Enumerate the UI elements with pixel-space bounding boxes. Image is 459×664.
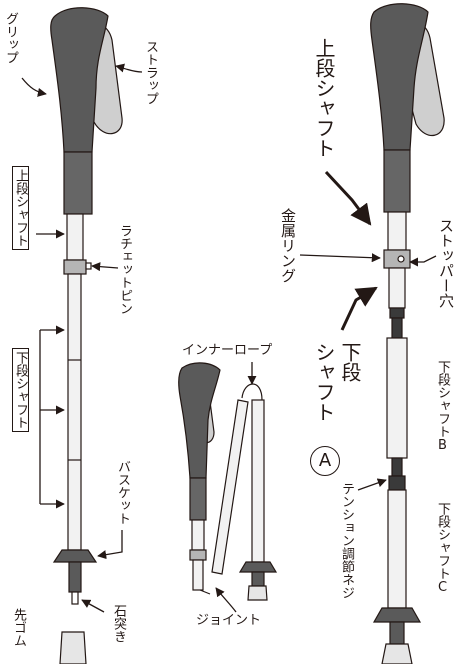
left-tip-rubber [59, 631, 87, 664]
label-lower-shaft-a-badge: A [310, 446, 340, 476]
middle-grip [178, 362, 221, 479]
middle-shaft-2 [211, 399, 249, 575]
right-pole [370, 3, 445, 664]
label-basket: バスケット [115, 460, 130, 525]
right-grip-lower [383, 149, 411, 213]
label-inner-rope: インナーロープ [182, 343, 273, 358]
right-lower-shaft-a [388, 267, 406, 309]
left-upper-shaft [66, 213, 84, 261]
left-leaders [21, 63, 143, 613]
right-stopper-hole [397, 255, 405, 263]
label-ratchet-pin: ラチェットピン [117, 224, 132, 315]
right-tension-screw [388, 475, 406, 491]
label-tension-screw: テンション調節ネジ [339, 482, 354, 599]
right-basket [372, 607, 422, 623]
label-lower-shaft-b: 下段シャフトB [435, 360, 450, 453]
right-lower-shaft-b [386, 337, 408, 459]
left-lower-shaft [67, 273, 82, 551]
middle-leaders [215, 362, 257, 613]
right-leaders [299, 170, 437, 491]
left-basket [52, 549, 98, 563]
middle-pole [178, 362, 278, 601]
label-lower-shaft-a-line1: 下段 [338, 342, 362, 382]
right-joint-1 [389, 307, 405, 319]
right-metal-ring [383, 249, 411, 269]
label-stopper-hole: ストッパー穴 [437, 218, 455, 308]
middle-shaft-3 [251, 399, 265, 563]
left-grip-lower [63, 151, 93, 215]
right-upper-shaft [387, 211, 407, 251]
label-strap: ストラップ [143, 40, 158, 105]
label-metal-ring: 金属リング [279, 208, 297, 283]
left-stone-tip [68, 561, 82, 593]
label-lower-shaft-a-line2: シャフト [312, 342, 336, 422]
label-lower-shaft-c: 下段シャフトC [435, 502, 450, 595]
left-pole [50, 7, 123, 664]
label-upper-shaft-left: 上段シャフト [12, 166, 29, 250]
left-ratchet-pin [85, 262, 92, 270]
label-grip: グリップ [3, 12, 18, 64]
label-tip-rubber: 先ゴム [11, 608, 26, 647]
left-ratchet-ring [63, 259, 87, 275]
label-stone-tip: 石突き [111, 604, 126, 643]
right-joint-2 [391, 457, 403, 477]
label-upper-shaft-right: 上段シャフト [312, 38, 336, 158]
label-lower-shaft-left: 下段シャフト [12, 348, 29, 432]
right-lower-shaft-c [387, 489, 407, 609]
label-joint: ジョイント [196, 613, 262, 628]
middle-inner-rope [241, 383, 263, 401]
